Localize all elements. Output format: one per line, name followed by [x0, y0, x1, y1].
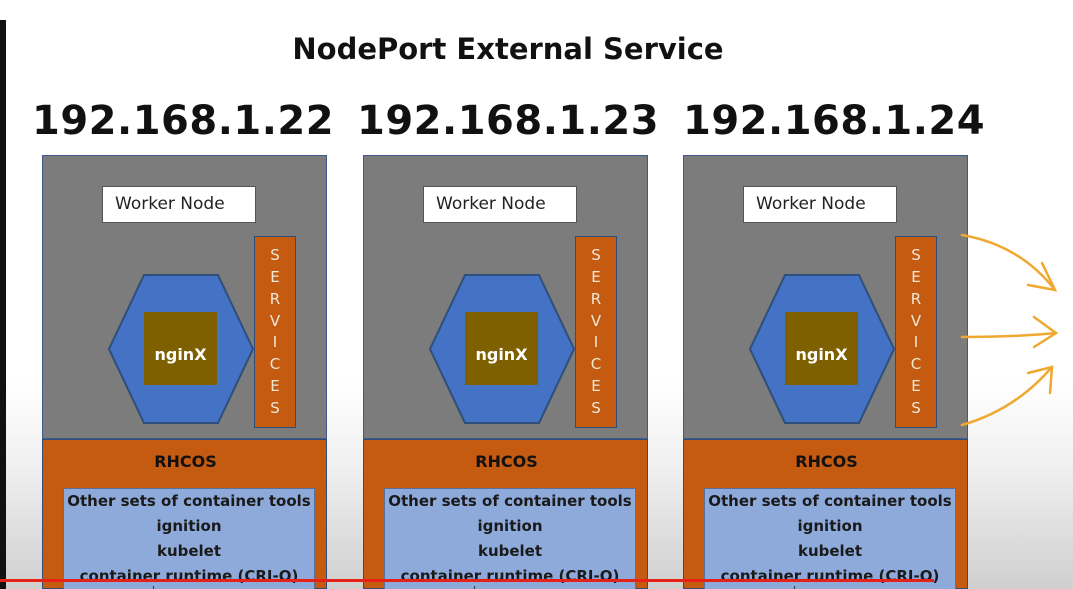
- os-layer: RHCOS Other sets of container tools igni…: [683, 439, 968, 589]
- tools-line: container runtime (CRI-O): [720, 567, 940, 585]
- worker-node-area: Worker Node S E R V I C E S nginX: [42, 155, 327, 439]
- arrow-middle: [960, 331, 1058, 339]
- arrow-middle-head: [1032, 315, 1059, 349]
- container-tools-box: Other sets of container tools ignition k…: [384, 488, 636, 589]
- os-label: RHCOS: [475, 452, 538, 471]
- services-letter: C: [269, 355, 281, 374]
- worker-node-panel: Worker Node S E R V I C E S nginX RHCOS …: [42, 155, 327, 589]
- services-letter: S: [270, 246, 280, 265]
- services-letter: S: [591, 398, 601, 417]
- pod-label: nginX: [475, 345, 528, 364]
- worker-node-label: Worker Node: [102, 186, 256, 223]
- services-letter: V: [590, 311, 602, 330]
- os-layer: RHCOS Other sets of container tools igni…: [363, 439, 648, 589]
- container-tools-box: Other sets of container tools ignition k…: [63, 488, 315, 589]
- services-letter: S: [591, 246, 601, 265]
- services-letter: E: [911, 268, 921, 287]
- services-letter: C: [590, 355, 602, 374]
- worker-node-area: Worker Node S E R V I C E S nginX: [363, 155, 648, 439]
- slide-title: NodePort External Service: [292, 32, 724, 66]
- tools-line: kubelet: [477, 542, 543, 560]
- tools-line: container runtime (CRI-O): [79, 567, 299, 585]
- services-letter: V: [910, 311, 922, 330]
- tools-line: container runtime (CRI-O): [400, 567, 620, 585]
- services-letter: I: [593, 333, 599, 352]
- services-letter: V: [269, 311, 281, 330]
- node-ip-label: 192.168.1.22: [32, 98, 335, 144]
- pod-hexagon: [107, 274, 255, 424]
- pod-label: nginX: [795, 345, 848, 364]
- worker-node-panel: Worker Node S E R V I C E S nginX RHCOS …: [363, 155, 648, 589]
- tools-line: Other sets of container tools: [388, 492, 632, 510]
- services-bar: S E R V I C E S: [254, 236, 296, 428]
- os-label: RHCOS: [154, 452, 217, 471]
- services-letter: I: [913, 333, 919, 352]
- container-tools-box: Other sets of container tools ignition k…: [704, 488, 956, 589]
- node-ip-label: 192.168.1.23: [357, 98, 660, 144]
- services-letter: I: [272, 333, 278, 352]
- pod-label: nginX: [154, 345, 207, 364]
- tools-line: ignition: [477, 517, 543, 535]
- video-left-edge: [0, 20, 6, 589]
- pod-container-box: [465, 312, 538, 385]
- video-progress-bar[interactable]: [0, 579, 934, 582]
- services-bar: S E R V I C E S: [575, 236, 617, 428]
- pod-container-box: [144, 312, 217, 385]
- services-letter: R: [590, 289, 602, 308]
- pod-hexagon: [748, 274, 896, 424]
- tools-connector-line: [153, 586, 154, 589]
- tools-connector-line: [474, 586, 475, 589]
- os-label: RHCOS: [795, 452, 858, 471]
- pod-hexagon: [428, 274, 576, 424]
- tools-line: ignition: [156, 517, 222, 535]
- arrow-upper: [960, 233, 1057, 292]
- worker-node-label: Worker Node: [743, 186, 897, 223]
- os-layer: RHCOS Other sets of container tools igni…: [42, 439, 327, 589]
- services-letter: E: [591, 268, 601, 287]
- external-traffic-arrows: [960, 233, 1059, 427]
- pod-container-box: [785, 312, 858, 385]
- tools-connector-line: [794, 586, 795, 589]
- worker-node-panel: Worker Node S E R V I C E S nginX RHCOS …: [683, 155, 968, 589]
- services-letter: E: [591, 376, 601, 395]
- arrow-upper-head: [1026, 261, 1058, 292]
- services-bar: S E R V I C E S: [895, 236, 937, 428]
- node-ip-label: 192.168.1.24: [683, 98, 986, 144]
- services-letter: C: [910, 355, 922, 374]
- tools-line: ignition: [797, 517, 863, 535]
- services-letter: R: [269, 289, 281, 308]
- services-letter: E: [270, 376, 280, 395]
- worker-node-area: Worker Node S E R V I C E S nginX: [683, 155, 968, 439]
- services-letter: S: [270, 398, 280, 417]
- tools-line: kubelet: [156, 542, 222, 560]
- arrow-lower-head: [1026, 365, 1054, 395]
- services-letter: S: [911, 246, 921, 265]
- tools-line: Other sets of container tools: [67, 492, 311, 510]
- services-letter: S: [911, 398, 921, 417]
- worker-node-label: Worker Node: [423, 186, 577, 223]
- tools-line: Other sets of container tools: [708, 492, 952, 510]
- arrow-lower: [960, 365, 1054, 427]
- services-letter: R: [910, 289, 922, 308]
- services-letter: E: [270, 268, 280, 287]
- tools-line: kubelet: [797, 542, 863, 560]
- services-letter: E: [911, 376, 921, 395]
